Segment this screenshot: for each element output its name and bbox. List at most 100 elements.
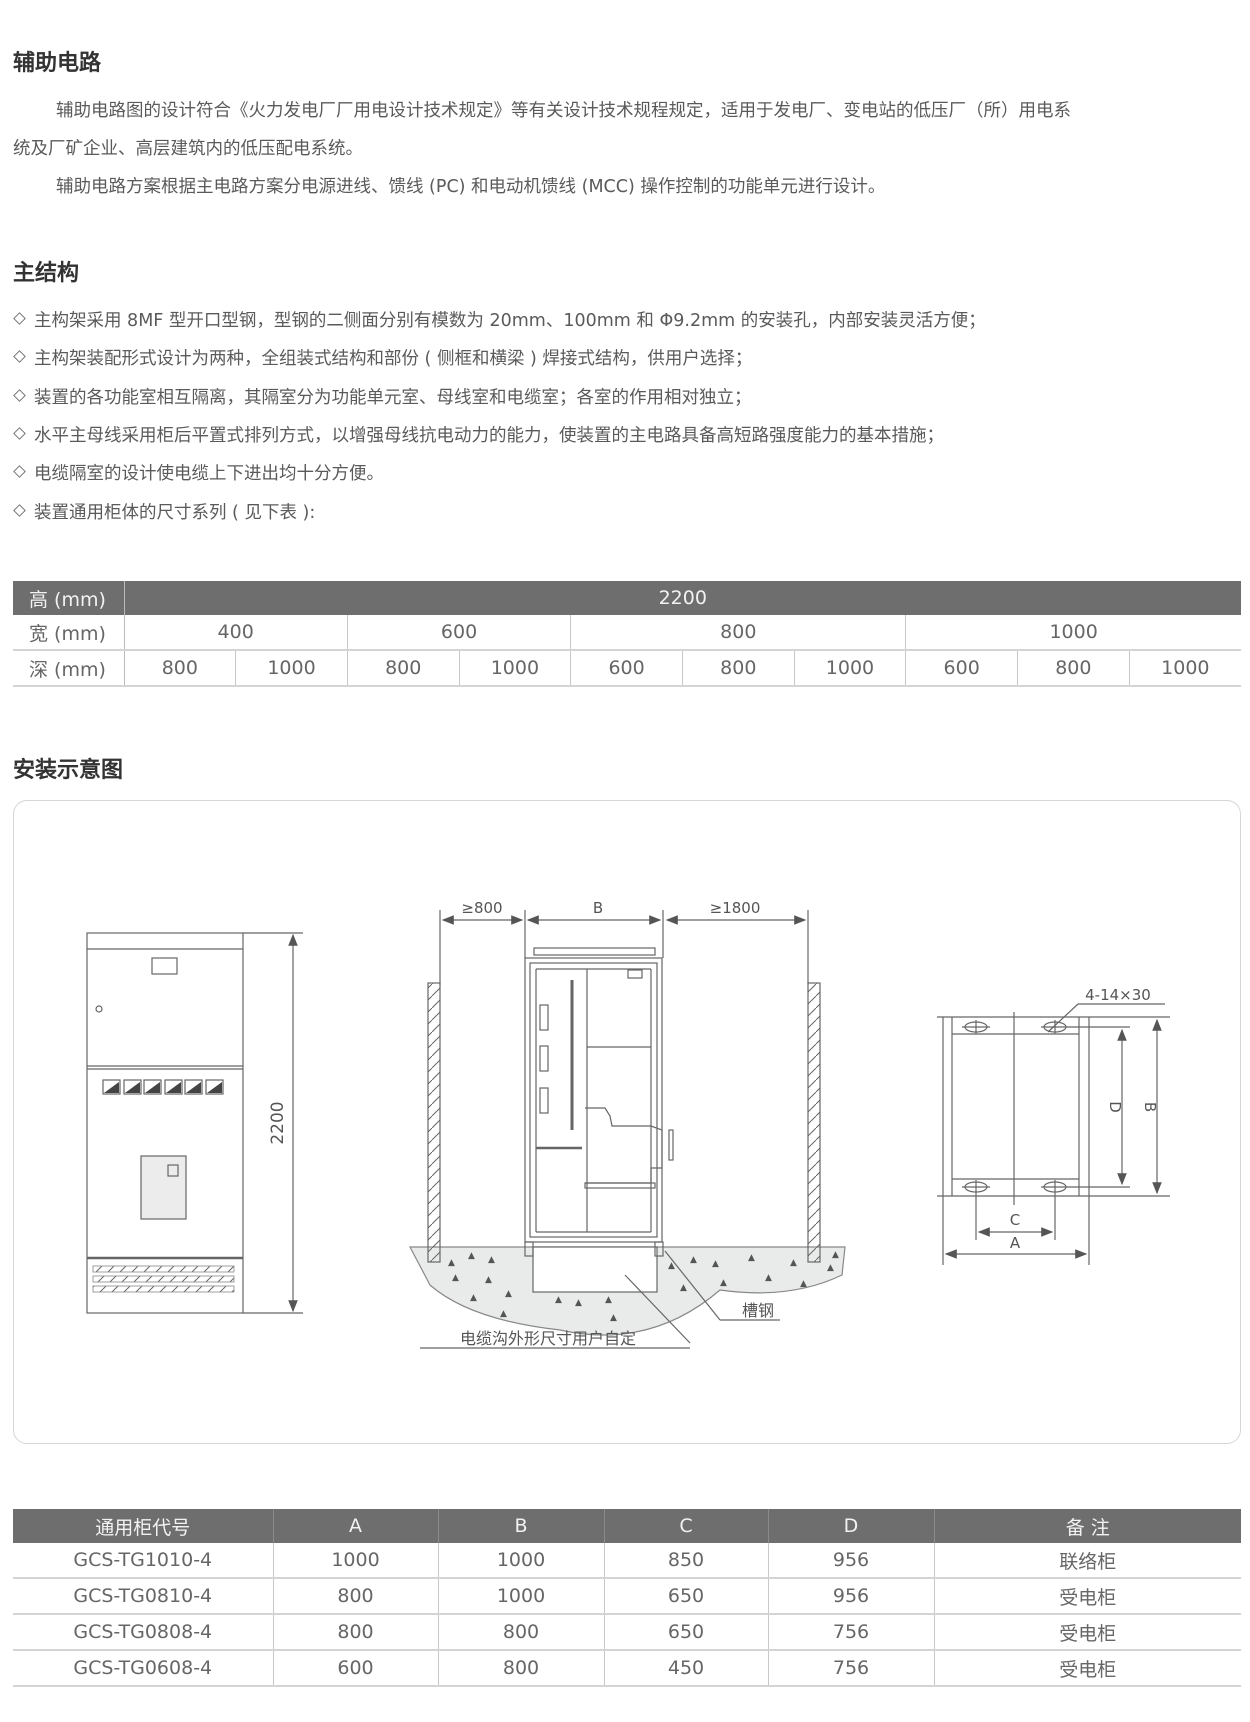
svg-text:▲: ▲ [485,1275,492,1285]
bullet-item: 主构架采用 8MF 型开口型钢，型钢的二侧面分别有模数为 20mm、100mm … [13,307,986,332]
depth-cell: 1000 [458,650,571,687]
cell: 受电柜 [933,1650,1241,1687]
right-clearance-label: ≥1800 [710,899,761,917]
svg-text:▲: ▲ [800,1279,807,1289]
width-cell: 800 [570,615,906,651]
cell: 1000 [437,1543,604,1579]
size-table-height-row: 高 (mm) 2200 [13,581,1241,615]
bullet-item: 装置通用柜体的尺寸系列 ( 见下表 ): [13,499,315,524]
cell: 联络柜 [933,1543,1241,1579]
cell: 600 [272,1650,438,1687]
depth-label: 深 (mm) [13,650,125,687]
svg-text:▲: ▲ [790,1258,797,1268]
svg-text:▲: ▲ [712,1259,719,1269]
cell: 650 [603,1578,768,1615]
depth-cell: 1000 [235,650,348,687]
dim-d-label: D [1106,1101,1124,1113]
cell: 800 [437,1650,604,1687]
svg-text:▲: ▲ [488,1255,495,1265]
dim-a-label: A [1010,1234,1021,1252]
cell: 850 [603,1543,768,1579]
cell: GCS-TG1010-4 [13,1543,273,1579]
cell: GCS-TG0810-4 [13,1578,273,1615]
depth-cell: 800 [1017,650,1130,687]
header-cell: A [272,1509,438,1543]
bullet-text: 主构架采用 8MF 型开口型钢，型钢的二侧面分别有模数为 20mm、100mm … [34,311,986,331]
svg-text:▲: ▲ [610,1313,617,1323]
depth-cell: 800 [346,650,460,687]
cell: 956 [767,1578,934,1615]
svg-text:▲: ▲ [720,1278,727,1288]
svg-text:▲: ▲ [765,1273,772,1283]
width-label: 宽 (mm) [13,615,125,651]
aux-paragraph-1-cont: 统及厂矿企业、高层建筑内的低压配电系统。 [13,139,363,159]
indicator-lamp-icon [95,1005,103,1013]
cell: 650 [603,1614,768,1651]
cell: 1000 [437,1578,604,1615]
channel-steel-label: 槽钢 [742,1301,774,1320]
svg-text:▲: ▲ [827,1263,834,1273]
svg-text:▲: ▲ [448,1258,455,1268]
depth-cell: 600 [570,650,683,687]
svg-text:▲: ▲ [680,1283,687,1293]
aux-paragraph-1: 辅助电路图的设计符合《火力发电厂厂用电设计技术规定》等有关设计技术规程规定，适用… [56,101,1071,121]
cell: 受电柜 [933,1578,1241,1615]
cabinet-table-header: 通用柜代号 A B C D 备 注 [13,1509,1241,1543]
header-cell: C [603,1509,768,1543]
section-title-main-structure: 主结构 [13,261,80,286]
cabinet-width-label: B [593,899,603,917]
cell: 800 [272,1578,438,1615]
svg-text:▲: ▲ [505,1289,512,1299]
cell: 800 [272,1614,438,1651]
size-table-width-row: 宽 (mm) 400 600 800 1000 [13,615,1241,651]
header-cell: 备 注 [933,1509,1241,1543]
cell: 450 [603,1650,768,1687]
svg-text:▲: ▲ [668,1261,675,1271]
svg-text:▲: ▲ [452,1273,459,1283]
dim-b-label: B [1141,1102,1159,1112]
ground-gravel-marks: ▲▲▲▲ ▲▲▲▲ ▲▲▲▲ ▲▲▲▲ ▲▲▲▲ ▲▲▲ [448,1250,839,1323]
cell: 800 [437,1614,604,1651]
header-cell: D [767,1509,934,1543]
mounting-hole-icons [962,1020,1130,1240]
section-title-aux-circuit: 辅助电路 [13,51,102,76]
size-table: 高 (mm) 2200 宽 (mm) 400 600 800 1000 深 (m… [13,581,1241,687]
bullet-text: 电缆隔室的设计使电缆上下进出均十分方便。 [34,464,384,484]
svg-text:▲: ▲ [575,1298,582,1308]
svg-text:▲: ▲ [470,1293,477,1303]
meter-window-icon [151,957,178,975]
dim-c-label: C [1010,1211,1020,1229]
svg-text:▲: ▲ [832,1250,839,1260]
front-height-label: 2200 [268,1101,288,1144]
depth-cell: 1000 [1128,650,1241,687]
height-value: 2200 [123,581,1241,615]
width-cell: 1000 [905,615,1241,651]
bullet-item: 主构架装配形式设计为两种，全组装式结构和部份 ( 侧框和横梁 ) 焊接式结构，供… [13,345,752,370]
cell: GCS-TG0608-4 [13,1650,273,1687]
svg-text:▲: ▲ [500,1309,507,1319]
svg-text:▲: ▲ [605,1295,612,1305]
front-view-drawing [86,932,303,1314]
header-cell: 通用柜代号 [13,1509,273,1543]
side-view-drawing: ▲▲▲▲ ▲▲▲▲ ▲▲▲▲ ▲▲▲▲ ▲▲▲▲ ▲▲▲ [409,910,846,1349]
left-clearance-label: ≥800 [461,899,502,917]
cell: GCS-TG0808-4 [13,1614,273,1651]
cell: 756 [767,1650,934,1687]
svg-text:▲: ▲ [468,1251,475,1261]
width-cell: 400 [123,615,348,651]
size-table-depth-row: 深 (mm) 800 1000 800 1000 600 800 1000 60… [13,650,1241,687]
cell: 756 [767,1614,934,1651]
depth-cell: 800 [123,650,236,687]
depth-cell: 600 [905,650,1018,687]
bullet-text: 水平主母线采用柜后平置式排列方式，以增强母线抗电动力的能力，使装置的主电路具备高… [34,426,944,446]
cell: 956 [767,1543,934,1579]
cell: 受电柜 [933,1614,1241,1651]
cell: 1000 [272,1543,438,1579]
bullet-item: 水平主母线采用柜后平置式排列方式，以增强母线抗电动力的能力，使装置的主电路具备高… [13,422,944,447]
bullet-text: 装置通用柜体的尺寸系列 ( 见下表 ): [34,503,316,523]
